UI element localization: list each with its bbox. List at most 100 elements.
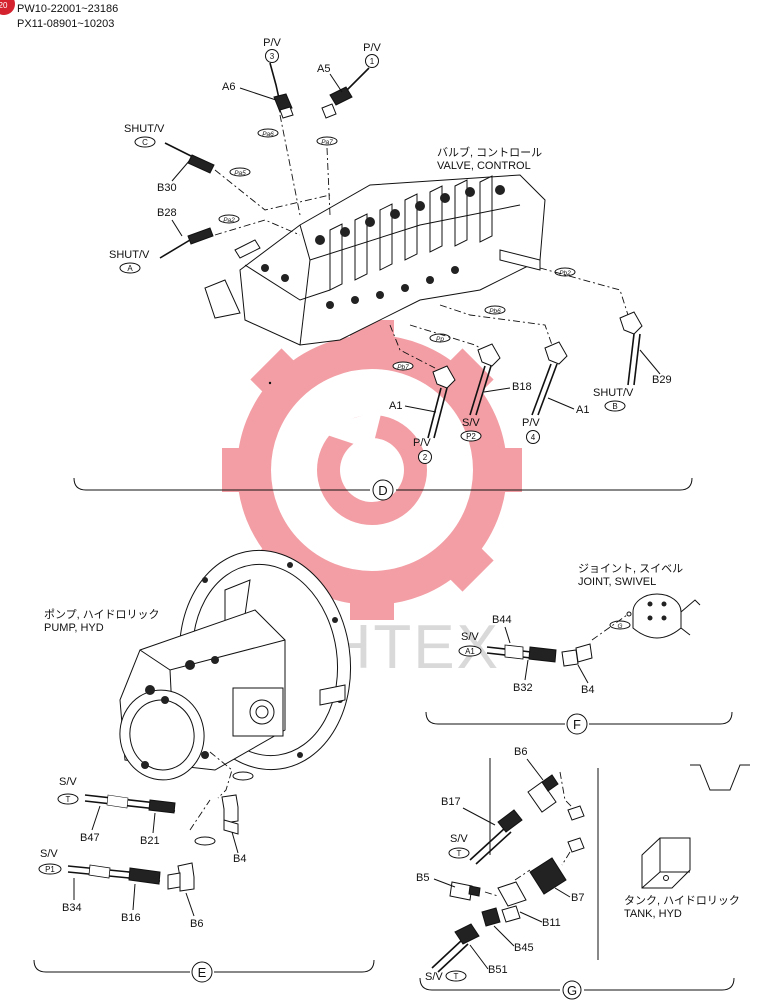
serial-range-2: PX11-08901~10203 <box>17 18 114 30</box>
swivel-joint-illustration <box>626 593 701 639</box>
section-g-bracket <box>419 977 735 991</box>
pv3-label: P/V <box>263 37 281 49</box>
pv1-number: 1 <box>370 57 375 66</box>
sv-t-label: S/V <box>59 776 77 788</box>
callout-b51: B51 <box>488 964 508 976</box>
callout-b6: B6 <box>190 918 203 930</box>
pv2-label: P/V <box>413 437 431 449</box>
port-pa5: Pa5 <box>234 170 246 177</box>
callout-b5: B5 <box>416 872 429 884</box>
page-badge <box>0 0 15 15</box>
pv4-label: P/V <box>522 417 540 429</box>
shut-a-letter: A <box>127 264 133 273</box>
section-g-letter: G <box>567 983 577 998</box>
callout-b45: B45 <box>514 942 534 954</box>
pv4-number: 4 <box>531 433 536 442</box>
callout-a1-right: A1 <box>576 404 589 416</box>
shut-c-letter: C <box>142 138 148 147</box>
fitting-b11 <box>497 881 527 907</box>
shut-c-label: SHUT/V <box>124 123 165 135</box>
section-f-bracket <box>425 711 733 725</box>
callout-b6-g: B6 <box>514 746 527 758</box>
fitting-a1-right <box>544 341 568 365</box>
sv-t-bottom-tag: T <box>454 972 459 981</box>
callout-b11: B11 <box>542 917 561 929</box>
fitting-b45 <box>481 907 501 927</box>
callout-b29: B29 <box>652 374 672 386</box>
port-pb7: Pb7 <box>397 364 409 371</box>
section-f-letter: F <box>573 717 581 732</box>
sv-p1-tag: P1 <box>45 865 55 874</box>
port-pb6: Pb6 <box>489 308 501 315</box>
sv-t-g-tag: T <box>457 849 462 858</box>
callout-a5: A5 <box>317 63 330 75</box>
valve-control-label-jp: バルブ, コントロール <box>437 145 542 159</box>
hose-a5 <box>344 67 370 93</box>
fitting-b5 <box>449 881 473 901</box>
fitting-b16 <box>128 867 161 885</box>
fitting-b30 <box>187 154 215 174</box>
sv-a1-tag: A1 <box>465 647 475 656</box>
pump-label-jp: ポンプ, ハイドロリック <box>44 608 160 621</box>
callout-b32: B32 <box>513 682 533 694</box>
valve-control-label-en: VALVE, CONTROL <box>437 160 531 172</box>
port-pa2: Pa2 <box>223 217 235 224</box>
joint-label-en: JOINT, SWIVEL <box>578 576 656 588</box>
section-d-bracket <box>73 477 693 491</box>
fitting-b17 <box>497 809 523 833</box>
sv-a1-label: S/V <box>461 631 479 643</box>
callout-a1-left: A1 <box>389 400 402 412</box>
shut-b-label: SHUT/V <box>593 387 634 399</box>
serial-range-1: PW10-22001~23186 <box>17 3 118 15</box>
shut-b-letter: B <box>612 402 617 411</box>
callout-b34: B34 <box>62 902 82 914</box>
shut-a-label: SHUT/V <box>109 249 150 261</box>
sv-t-g-label: S/V <box>450 833 468 845</box>
section-e-hydraulic-pump: ポンプ, ハイドロリック PUMP, HYD <box>33 549 375 983</box>
pv3-number: 3 <box>270 52 275 61</box>
port-pa6: Pa6 <box>262 131 274 138</box>
callout-b47: B47 <box>80 832 100 844</box>
section-g-hydraulic-tank: B6 B17 S/V T B7 B5 B11 B45 <box>416 746 750 1000</box>
tank-label-en: TANK, HYD <box>624 908 682 920</box>
port-g: G <box>617 623 622 630</box>
callout-b44: B44 <box>492 614 512 626</box>
sv-t-tag: T <box>66 795 71 804</box>
tank-label-jp: タンク, ハイドロリック <box>624 894 740 907</box>
hydraulic-pump-illustration <box>119 549 352 781</box>
callout-b4: B4 <box>233 853 246 865</box>
elbow-b4 <box>221 794 239 824</box>
pump-label-en: PUMP, HYD <box>44 622 104 634</box>
sv-t-bottom-label: S/V <box>425 971 443 983</box>
fitting-a1-left <box>432 365 456 389</box>
fitting-b21 <box>148 799 176 814</box>
section-d-control-valve: P/V 3 A6 Pa6 P/V 1 A5 Pa7 SHUT/V C B30 P… <box>73 37 693 501</box>
elbow-b4-f <box>561 649 579 667</box>
section-e-bracket <box>33 959 375 973</box>
callout-b7: B7 <box>571 892 584 904</box>
sv-p1-label: S/V <box>40 848 58 860</box>
callout-b28: B28 <box>157 207 177 219</box>
callout-a6: A6 <box>222 81 235 93</box>
sv-p2-label: S/V <box>462 417 480 429</box>
fitting-b32 <box>528 646 557 663</box>
joint-label-jp: ジョイント, スイベル <box>578 563 683 575</box>
fitting-b51 <box>454 923 480 945</box>
callout-b16: B16 <box>121 912 141 924</box>
fitting-b6-g <box>527 781 557 813</box>
tank-bracket-illustration <box>641 837 691 889</box>
fitting-b29 <box>619 311 643 335</box>
fitting-b28 <box>187 227 214 245</box>
pv1-label: P/V <box>363 42 381 54</box>
callout-b18: B18 <box>512 381 532 393</box>
sv-p2-tag: P2 <box>466 432 476 441</box>
page-badge-number: 20 <box>0 1 8 10</box>
callout-b30: B30 <box>157 182 177 194</box>
pv2-number: 2 <box>423 453 428 462</box>
section-e-letter: E <box>198 965 207 980</box>
port-pp: Pp <box>436 336 444 343</box>
callout-b17: B17 <box>441 796 461 808</box>
control-valve-illustration <box>204 174 546 385</box>
port-pa7: Pa7 <box>321 139 333 146</box>
